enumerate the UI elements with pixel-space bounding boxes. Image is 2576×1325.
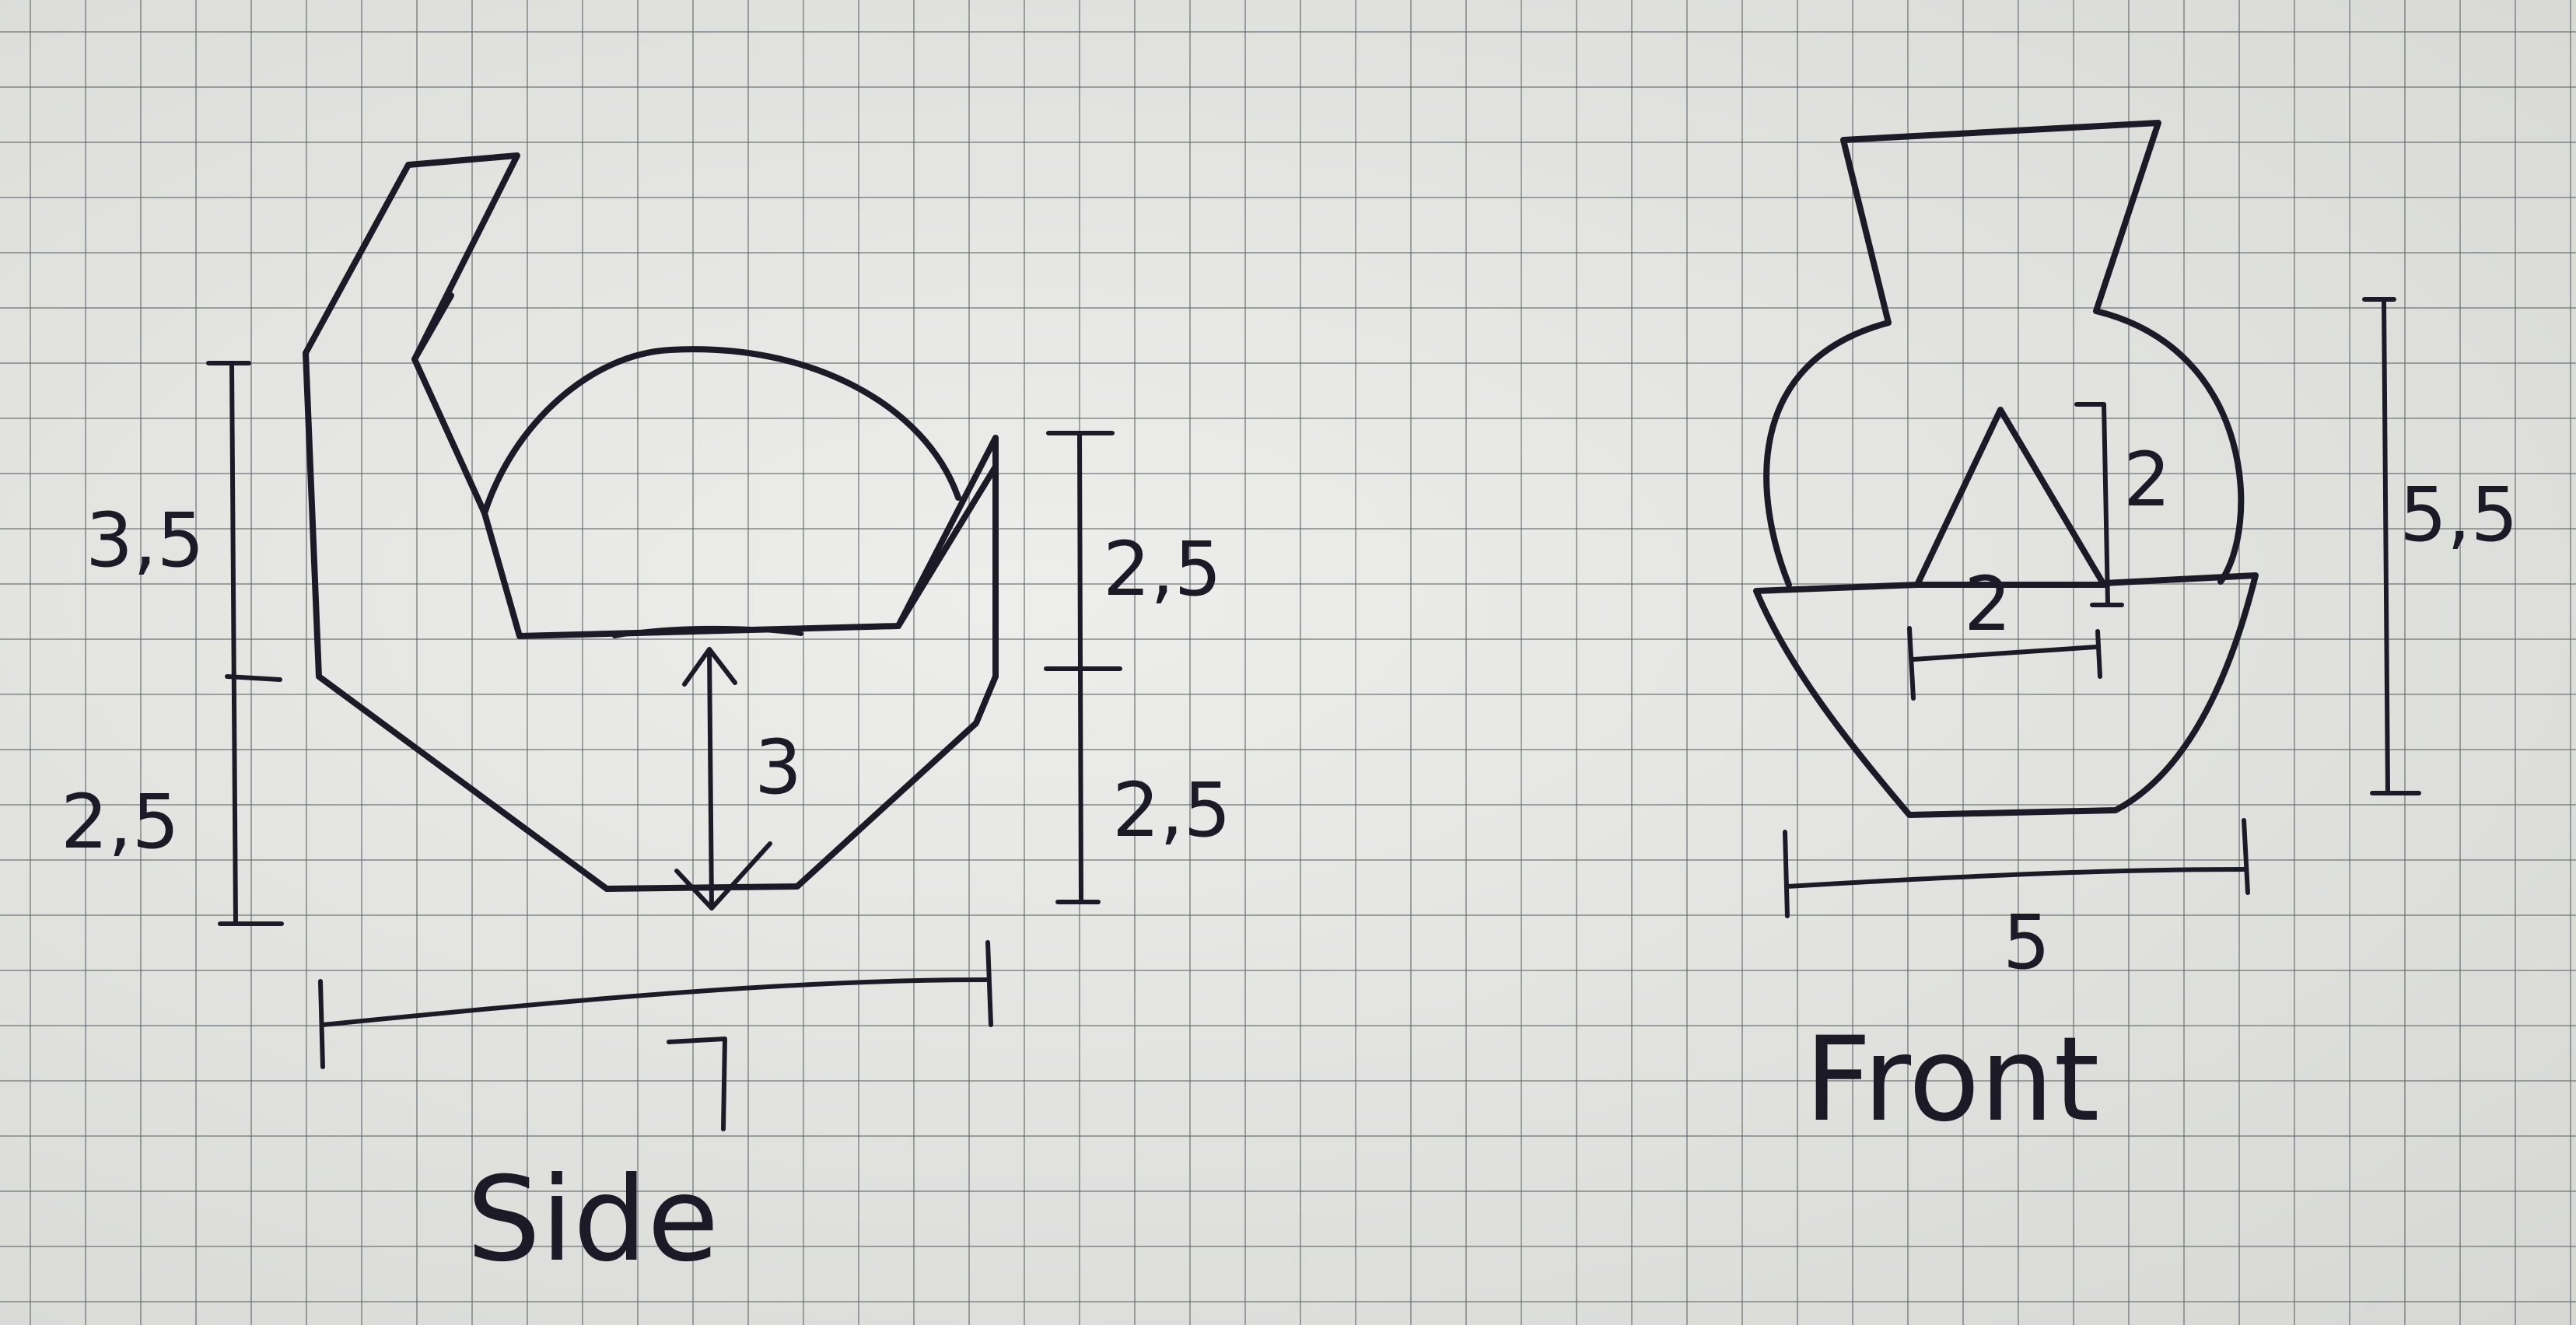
front-tri-height-dim: 2 [2123,436,2171,523]
side-inner-dome [481,346,961,516]
front-right-dim: 5,5 [2399,471,2518,558]
side-handle-top [411,292,454,362]
front-body-arc [1763,308,2245,588]
front-lower-bowl [1753,572,2259,818]
side-right-upper-dim: 2,5 [1103,526,1222,613]
side-inner-arrow [674,647,772,911]
front-tri-height-line [2074,402,2124,607]
side-outer-contour [303,152,999,892]
front-tri-base-dim: 2 [1964,561,2011,648]
front-bottom-dim-line [1783,818,2250,918]
front-view-title: Front [1804,1012,2099,1148]
side-inner-dim: 3 [754,724,802,811]
front-bottom-dim: 5 [2003,899,2050,986]
front-tri-base-line [1907,626,2102,701]
side-right-lower-dim: 2,5 [1112,767,1231,854]
side-right-dim-line [1044,431,1122,904]
side-bottom-dim: 7 [0,0,1,1]
front-right-dim-line [2362,297,2421,795]
front-funnel [1840,120,2161,326]
side-view: 3 3,5 2,5 2,5 2,5 7 Side [0,0,1231,1288]
side-left-dim-line [206,361,284,926]
side-view-title: Side [467,1152,719,1288]
side-bottom-dim-line [318,940,993,1069]
side-right-slant [895,463,999,629]
front-view: 2 2 5,5 5 Front [1753,120,2518,1148]
side-lid-line [612,625,803,638]
side-bottom-dim-seven [667,1037,727,1131]
side-left-upper-dim: 3,5 [86,497,205,584]
side-left-lower-dim: 2,5 [61,778,180,865]
front-triangle [1914,407,2107,588]
